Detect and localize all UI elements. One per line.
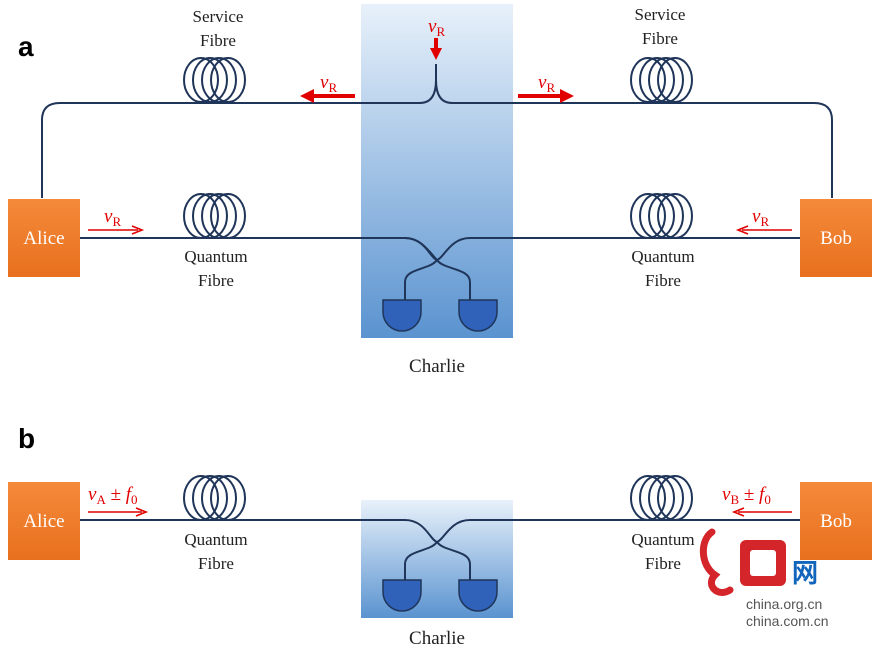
nu-r-alice: νR (104, 206, 121, 229)
quantum-fibre-left-b-line1: Quantum (184, 530, 247, 549)
quantum-fibre-coil-right-b (630, 475, 693, 521)
service-fibre-left-line2: Fibre (200, 31, 236, 50)
service-fibre-coil-left (183, 57, 246, 103)
detector-left-b (382, 579, 422, 612)
quantum-fibre-left-a-line1: Quantum (184, 247, 247, 266)
alice-signal-arrow-b-head (135, 507, 149, 517)
china-org-watermark: 网 china.org.cn china.com.cn (699, 528, 828, 629)
quantum-fibre-coil-right-a (630, 193, 693, 239)
alice-box-a (8, 199, 80, 277)
panel-a-label: a (18, 31, 34, 62)
bob-signal-arrow-a-head (735, 225, 749, 235)
service-fibre-right-line1: Service (635, 5, 686, 24)
reference-arrow-left-head (300, 89, 314, 103)
quantum-fibre-left-a-line2: Fibre (198, 271, 234, 290)
alice-signal-arrow-a-head (131, 225, 145, 235)
bob-label-a: Bob (820, 228, 852, 249)
reference-arrow-right-head (560, 89, 574, 103)
alice-frequency-b: νA ± f0 (88, 484, 138, 507)
bs-output-left-a (404, 259, 438, 300)
alice-label-b: Alice (23, 511, 64, 532)
bob-frequency-b: νB ± f0 (722, 484, 771, 507)
panel-b-label: b (18, 423, 35, 454)
quantum-fibre-right-a-line1: Quantum (631, 247, 694, 266)
nu-r-top: νR (428, 16, 445, 39)
watermark-red-brush (699, 528, 734, 596)
bs-coupler-a1 (404, 237, 438, 261)
charlie-label-b: Charlie (409, 628, 465, 649)
watermark-domain2: china.com.cn (746, 613, 828, 629)
watermark-square-inner (750, 550, 776, 576)
quantum-fibre-coil-left-b (183, 475, 246, 521)
bs-output-right-b (436, 541, 471, 580)
watermark-cn-char: 网 (792, 558, 818, 588)
bob-box-b (800, 482, 872, 560)
nu-r-right: νR (538, 72, 555, 95)
quantum-fibre-right-b-line1: Quantum (631, 530, 694, 549)
service-fibre-coil-right (630, 57, 693, 103)
detector-left-a (382, 299, 422, 332)
nu-r-left: νR (320, 72, 337, 95)
bob-box-a (800, 199, 872, 277)
nu-r-bob: νR (752, 206, 769, 229)
alice-label-a: Alice (23, 228, 64, 249)
bob-signal-arrow-b-head (731, 507, 745, 517)
service-fibre-right-line2: Fibre (642, 29, 678, 48)
bs-output-left-b (404, 541, 438, 580)
watermark-domain1: china.org.cn (746, 596, 822, 612)
alice-box-b (8, 482, 80, 560)
charlie-label-a: Charlie (409, 356, 465, 377)
bs-output-right-a (436, 259, 471, 300)
quantum-fibre-right-b-line2: Fibre (645, 554, 681, 573)
charlie-box-a (361, 4, 513, 338)
service-fibre-left-line1: Service (193, 7, 244, 26)
quantum-fibre-coil-left-a (183, 193, 246, 239)
quantum-fibre-right-a-line2: Fibre (645, 271, 681, 290)
quantum-fibre-left-b-line2: Fibre (198, 554, 234, 573)
bob-label-b: Bob (820, 511, 852, 532)
detector-right-b (458, 579, 498, 612)
reference-arrow-down-head (430, 48, 442, 60)
detector-right-a (458, 299, 498, 332)
